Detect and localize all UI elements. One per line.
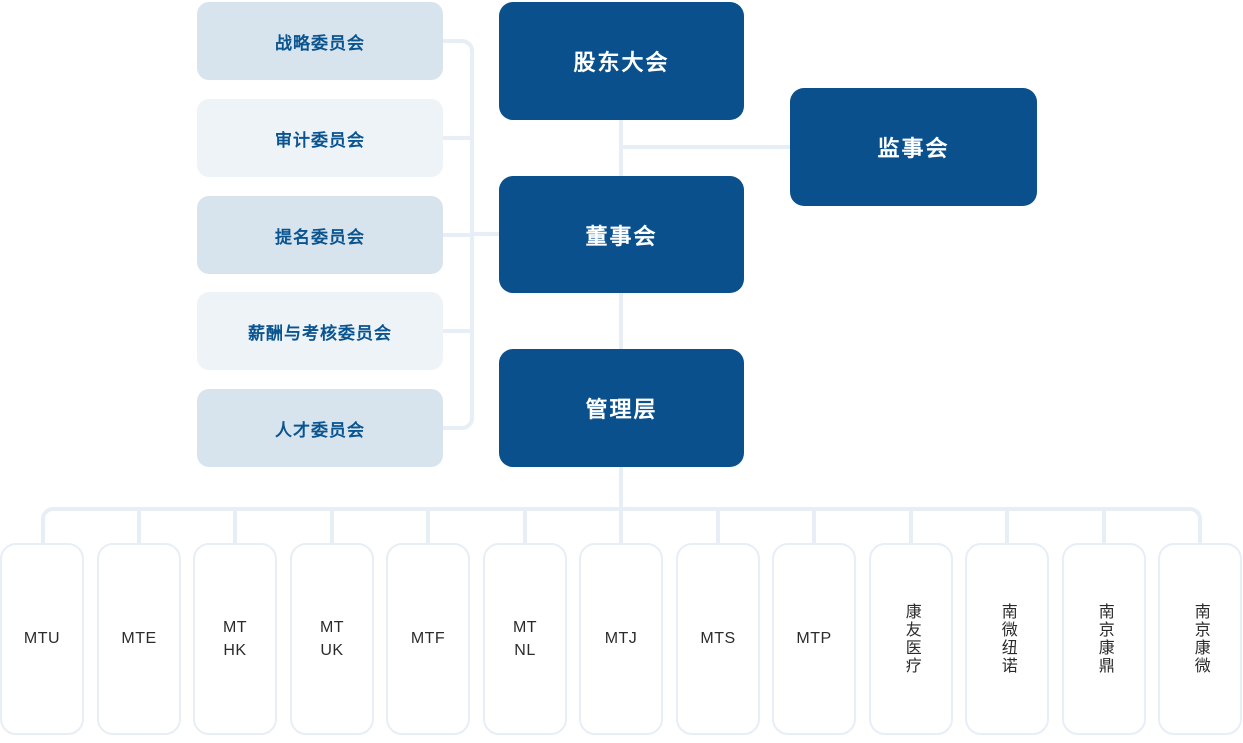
committee-label: 战略委员会 xyxy=(275,33,365,53)
subsidiary-box-mtj[interactable]: MTJ xyxy=(579,543,663,735)
committee-spine xyxy=(443,39,474,430)
subsidiary-box-kangyou[interactable]: 康友医疗 xyxy=(869,543,953,735)
box-management[interactable]: 管理层 xyxy=(499,349,744,467)
subsidiary-label: MTJ xyxy=(604,630,638,648)
subsidiary-box-mtp[interactable]: MTP xyxy=(772,543,856,735)
subsidiary-box-mtu[interactable]: MTU xyxy=(0,543,84,735)
committee-box-audit[interactable]: 审计委员会 xyxy=(197,99,443,177)
subsidiary-label: MTU xyxy=(23,630,61,648)
box-label: 股东大会 xyxy=(573,50,670,75)
subsidiary-box-kangding[interactable]: 南京康鼎 xyxy=(1062,543,1146,735)
subsidiary-label: MTF xyxy=(410,630,446,648)
committee-box-compensation[interactable]: 薪酬与考核委员会 xyxy=(197,292,443,370)
subsidiary-box-kangwei[interactable]: 南京康微 xyxy=(1158,543,1242,735)
committee-label: 审计委员会 xyxy=(275,130,365,150)
committee-label: 提名委员会 xyxy=(275,227,365,247)
committee-box-nomination[interactable]: 提名委员会 xyxy=(197,196,443,274)
subsidiary-box-mte[interactable]: MTE xyxy=(97,543,181,735)
box-label: 董事会 xyxy=(585,223,658,249)
box-shareholders-meeting[interactable]: 股东大会 xyxy=(499,2,744,120)
committee-box-strategy[interactable]: 战略委员会 xyxy=(197,2,443,80)
subsidiary-label: MTP xyxy=(796,630,832,648)
committee-label: 薪酬与考核委员会 xyxy=(248,323,392,343)
subsidiary-label: 南微纽诺 xyxy=(998,603,1016,675)
subsidiary-box-mts[interactable]: MTS xyxy=(676,543,760,735)
committee-label: 人才委员会 xyxy=(275,420,365,440)
subsidiary-label: 康友医疗 xyxy=(902,603,920,675)
subsidiary-box-nanwei[interactable]: 南微纽诺 xyxy=(965,543,1049,735)
box-board-of-directors[interactable]: 董事会 xyxy=(499,176,744,293)
subsidiary-box-mtf[interactable]: MTF xyxy=(386,543,470,735)
subsidiary-label: MTS xyxy=(700,630,736,648)
box-label: 管理层 xyxy=(585,397,658,422)
box-label: 监事会 xyxy=(877,136,950,161)
subsidiary-label: 南京康鼎 xyxy=(1095,603,1113,675)
subsidiary-label: MTE xyxy=(121,630,157,648)
subsidiary-label: 南京康微 xyxy=(1191,603,1209,675)
committee-box-talent[interactable]: 人才委员会 xyxy=(197,389,443,467)
box-supervisory-board[interactable]: 监事会 xyxy=(790,88,1037,206)
subsidiary-bus xyxy=(41,507,1202,543)
